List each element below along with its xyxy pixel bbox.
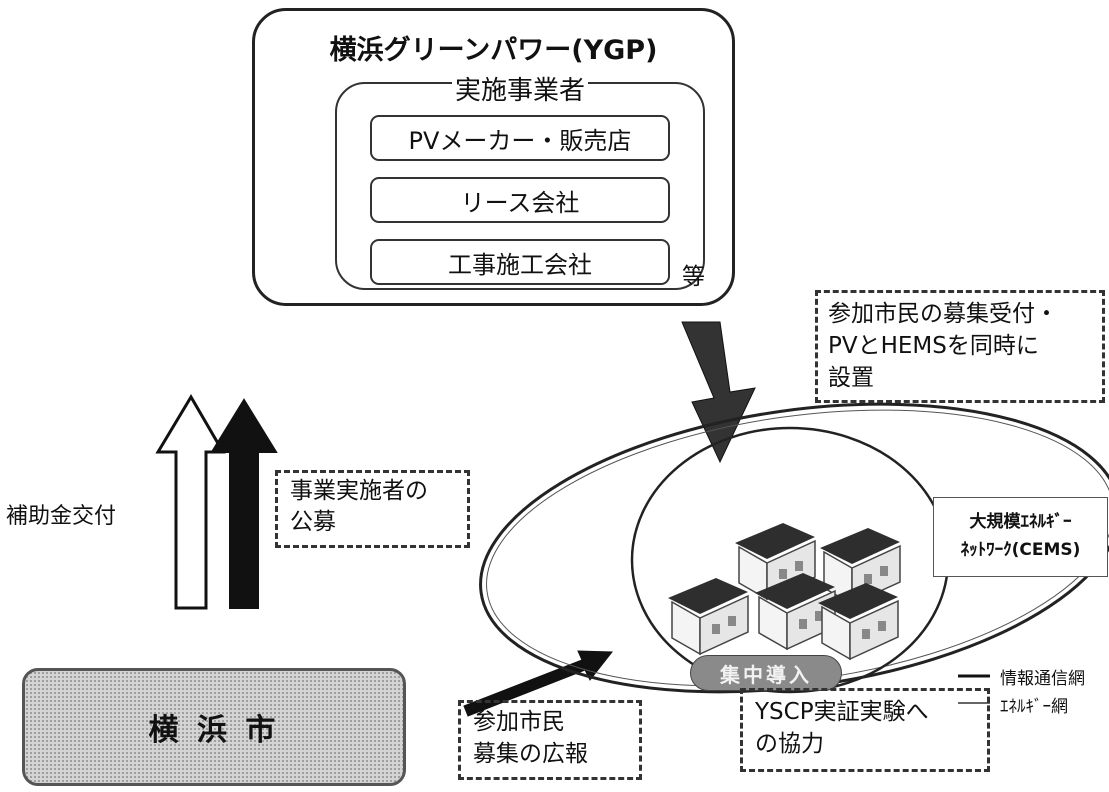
ygp-title: 横浜グリーンパワー(YGP) [329,35,658,66]
member-construction-company: 工事施工会社 [370,239,670,285]
recruit-arrow [463,650,614,717]
house-3 [668,578,749,656]
house-1 [735,523,816,601]
yokohama-city-box: 横 浜 市 [22,668,406,786]
participant-recruit-line3: 設置 [828,365,874,391]
legend-info-network: 情報通信網 [1000,669,1085,689]
member-pv-maker: PVメーカー・販売店 [370,115,670,161]
participant-recruit-box: 参加市民の募集受付・ PVとHEMSを同時に 設置 [815,290,1105,403]
public-offer-line2: 公募 [290,509,336,535]
member-lease-company: リース会社 [370,177,670,223]
yscp-line1: YSCP実証実験へ [755,699,929,725]
solid-up-arrow [210,398,278,609]
cems-line2: ﾈｯﾄﾜｰｸ(CEMS) [960,540,1081,560]
concentrated-introduction-pill: 集中導入 [690,655,842,691]
public-offer-line1: 事業実施者の [290,478,428,504]
cems-line1: 大規模ｴﾈﾙｷﾞｰ [969,512,1072,532]
public-offer-box: 事業実施者の 公募 [275,470,470,548]
house-5 [818,583,899,661]
participant-recruit-line2: PVとHEMSを同時に [828,333,1039,359]
etc-label: 等 [682,264,705,290]
cems-label: 大規模ｴﾈﾙｷﾞｰ ﾈｯﾄﾜｰｸ(CEMS) [933,497,1108,577]
pr-line2: 募集の広報 [473,741,588,767]
hollow-up-arrow [155,394,226,610]
participant-recruit-line1: 参加市民の募集受付・ [828,301,1058,327]
pr-line1: 参加市民 [473,709,565,735]
subsidy-label: 補助金交付 [6,504,117,529]
yscp-cooperation-box: YSCP実証実験へ の協力 [740,688,990,772]
ygp-box [252,8,735,306]
yscp-line2: の協力 [755,731,824,757]
legend-energy-network: ｴﾈﾙｷﾞｰ網 [1000,697,1068,717]
participant-pr-box: 参加市民 募集の広報 [458,700,642,780]
implementers-title: 実施事業者 [452,70,588,107]
